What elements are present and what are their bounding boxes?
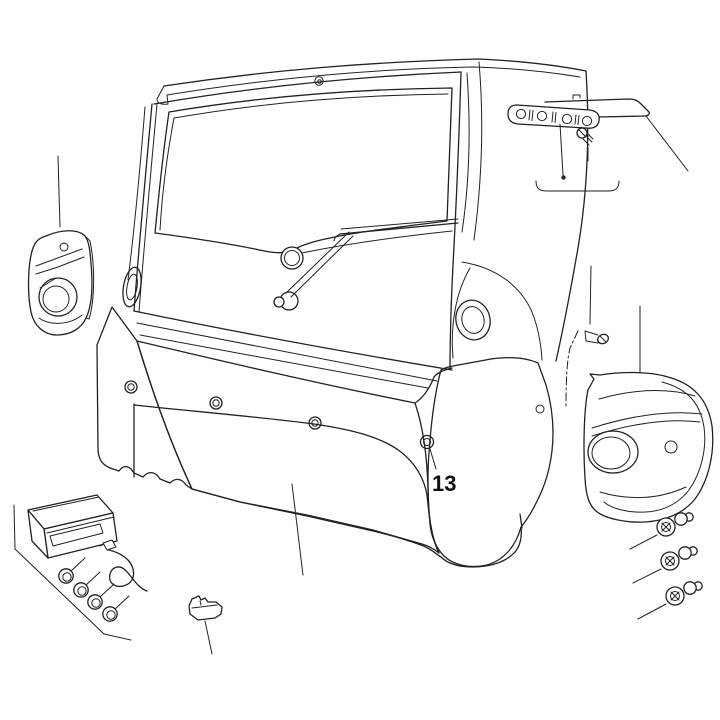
mounting-screw-leader-line [589, 265, 592, 325]
right-pillar-line-a [473, 61, 483, 241]
license-lamp-leader-line [204, 620, 213, 655]
right-tail-lamp-bottom-trim [599, 486, 687, 499]
bulb-3-leader-line [637, 603, 667, 620]
tailgate-crease-1 [136, 322, 438, 382]
tailgate-right-edge [449, 71, 462, 370]
parking-sensor-hole-13 [419, 434, 435, 450]
right-pillar-line-b [461, 72, 470, 233]
right-lamp-recess-outer [455, 299, 491, 341]
left-lamp-recess-inner [126, 273, 138, 301]
right-tail-lamp-lens-inner [591, 436, 631, 470]
tailgate-top-edge [153, 71, 462, 105]
right-quarter-seam [461, 261, 543, 361]
bumper-corner-notch [519, 513, 523, 529]
body-screw-hole [535, 404, 545, 414]
right-quarter-inner-seam [451, 267, 471, 359]
tailgate-left-edge [133, 103, 153, 312]
callout-13[interactable]: 13 [429, 448, 456, 496]
left-tail-lamp-lens-inner [42, 285, 70, 313]
roof-edge [163, 58, 587, 87]
bumper-bottom-right-corner [420, 526, 522, 568]
left-tail-lamp-side [84, 235, 95, 320]
kit-sensor-4 [102, 595, 130, 622]
rear-bumper [96, 306, 554, 576]
module-vent-slot [49, 523, 104, 547]
callout-13-leader-line [429, 448, 437, 470]
tailgate-bottom-edge [133, 310, 453, 371]
bulb-1-leader-line [629, 534, 658, 550]
bumper-quarter-seam [414, 367, 453, 404]
bumper-left-end-cap [96, 306, 193, 490]
wiper-pivot-nut [273, 296, 285, 308]
part-parking-sensor-kit [13, 494, 148, 641]
kit-sensor-1 [58, 557, 86, 584]
bumper-right-section [427, 356, 554, 568]
right-tail-lamp-diag-1 [591, 412, 703, 429]
mounting-screw-centerline [565, 330, 579, 407]
parking-sensor-hole-1 [124, 380, 138, 394]
vehicle-rear-body [122, 58, 589, 414]
rear-window-outline [154, 87, 453, 254]
part-license-plate-lamp [188, 595, 223, 655]
part-high-mount-stop-lamp [507, 94, 689, 192]
tailgate-emblem-inner [284, 250, 300, 266]
roof-grommet-hole [314, 76, 324, 86]
rear-wiper [285, 218, 459, 298]
right-tail-lamp-upper-trim [598, 390, 696, 400]
parking-sensor-hole-2 [209, 396, 223, 410]
stop-lamp-leader-dot [561, 175, 566, 180]
bulb-2 [632, 546, 698, 584]
bulb-1 [629, 512, 694, 550]
right-tail-lamp-hole [664, 440, 678, 454]
stop-lamp-bracket [535, 180, 620, 192]
kit-control-module [27, 494, 118, 559]
bulb-3 [637, 581, 703, 620]
callout-13-label[interactable]: 13 [432, 471, 456, 496]
part-mounting-screw [565, 265, 609, 407]
tailgate-crease-2 [139, 334, 429, 389]
left-quarter-edge [127, 106, 146, 281]
window-gasket-line [301, 230, 453, 254]
roof-edge-inner [166, 66, 581, 96]
right-tail-lamp-lens [587, 430, 639, 474]
rear-window-inner-top [173, 93, 449, 119]
bumper-panel-leader-line [291, 483, 304, 576]
part-left-tail-lamp [27, 155, 95, 336]
bumper-bottom-edge [191, 488, 422, 546]
bulb-2-leader-line [632, 568, 662, 584]
license-lamp-body [188, 595, 223, 621]
right-lamp-recess-inner [461, 306, 485, 334]
stop-lamp-led-circles [515, 108, 593, 127]
left-tail-lamp-facets [35, 248, 85, 289]
kit-group-bracket [13, 504, 132, 641]
parking-sensor-hole-3 [308, 416, 322, 430]
stop-lamp-screw [576, 127, 594, 162]
license-lamp-inner-line [191, 600, 218, 609]
left-tail-lamp-bottom-line [38, 314, 83, 324]
right-tail-lamp-body [583, 371, 714, 523]
stop-lamp-leader-line [559, 123, 564, 176]
mounting-screw-body [584, 330, 609, 345]
part-bulbs [629, 512, 703, 620]
left-tail-lamp-hole [59, 242, 69, 252]
left-lamp-recess-outer [122, 266, 142, 308]
kit-connector-cable [99, 539, 148, 592]
part-right-tail-lamp [583, 305, 714, 523]
rear-window-inner-left [159, 117, 175, 231]
stop-lamp-cover-leader-line [645, 115, 689, 172]
stop-lamp-cover-tab [572, 94, 581, 100]
right-tail-lamp-inner-line [603, 381, 706, 513]
left-tail-lamp-leader-line [57, 155, 61, 228]
stop-lamp-cover [544, 98, 650, 118]
kit-sensor-2 [73, 571, 101, 598]
kit-sensor-3 [87, 583, 115, 610]
bumper-lower-recess-outline [133, 404, 440, 554]
stop-lamp-body [507, 104, 600, 129]
left-tail-lamp-lens [38, 277, 78, 317]
